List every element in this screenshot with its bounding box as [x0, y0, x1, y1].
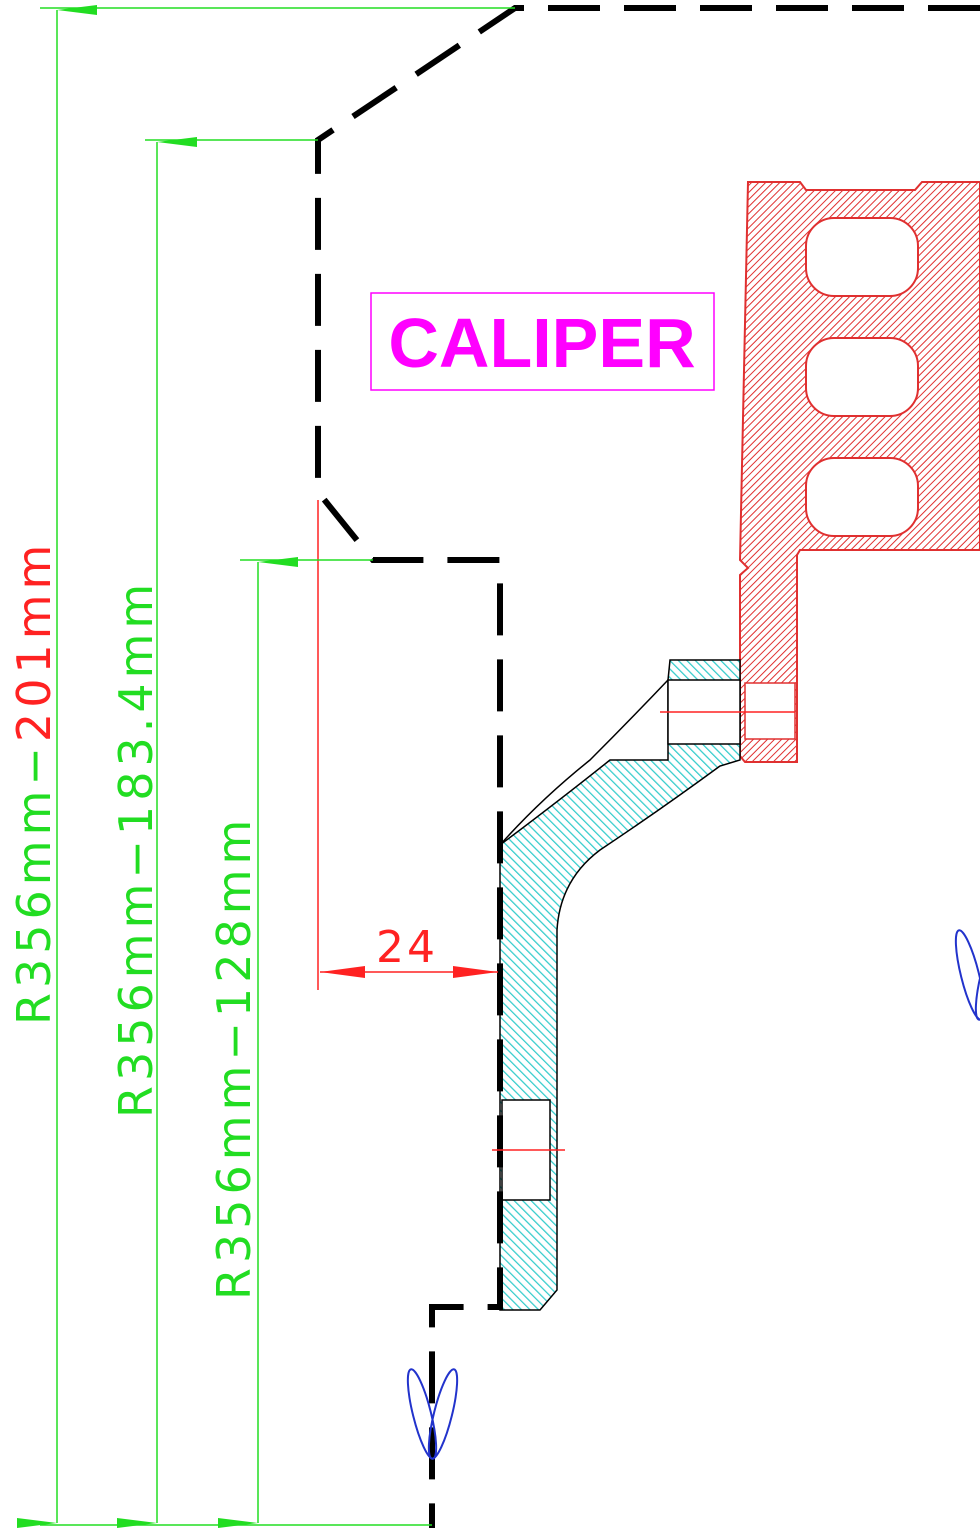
centerlines	[317, 500, 795, 1151]
caliper-bolt-hole	[744, 682, 796, 740]
caliper-label: CALIPER	[370, 292, 715, 391]
offset-arrow-right	[453, 966, 498, 978]
offset-dimension: 24	[320, 922, 498, 978]
mount-bracket-section	[499, 659, 741, 1311]
offset-dimension-text: 24	[376, 922, 438, 973]
mount-bracket-web	[499, 679, 669, 846]
caliper-body	[738, 181, 980, 763]
bowtie-symbol-lower	[406, 1368, 459, 1460]
dimension-text-128: R356mm−128mm	[207, 815, 261, 1300]
caliper-piston-pocket-2	[805, 337, 919, 417]
caliper-piston-pocket-3	[805, 457, 919, 537]
mount-bracket	[499, 659, 741, 1311]
dimension-lines	[17, 4, 515, 1528]
bowtie-symbol-right	[954, 929, 980, 1021]
dimension-text-201: R356mm−201mm	[7, 540, 61, 1025]
caliper-label-frame	[370, 292, 715, 391]
caliper-label-text: CALIPER	[388, 304, 695, 382]
offset-arrow-left	[320, 966, 365, 978]
dimension-text-183: R356mm−183.4mm	[109, 579, 163, 1118]
dimension-text-201-prefix: R356mm−	[7, 742, 61, 1025]
dimension-text-201-value: 201mm	[7, 540, 61, 742]
caliper-piston-pocket-1	[805, 217, 919, 297]
